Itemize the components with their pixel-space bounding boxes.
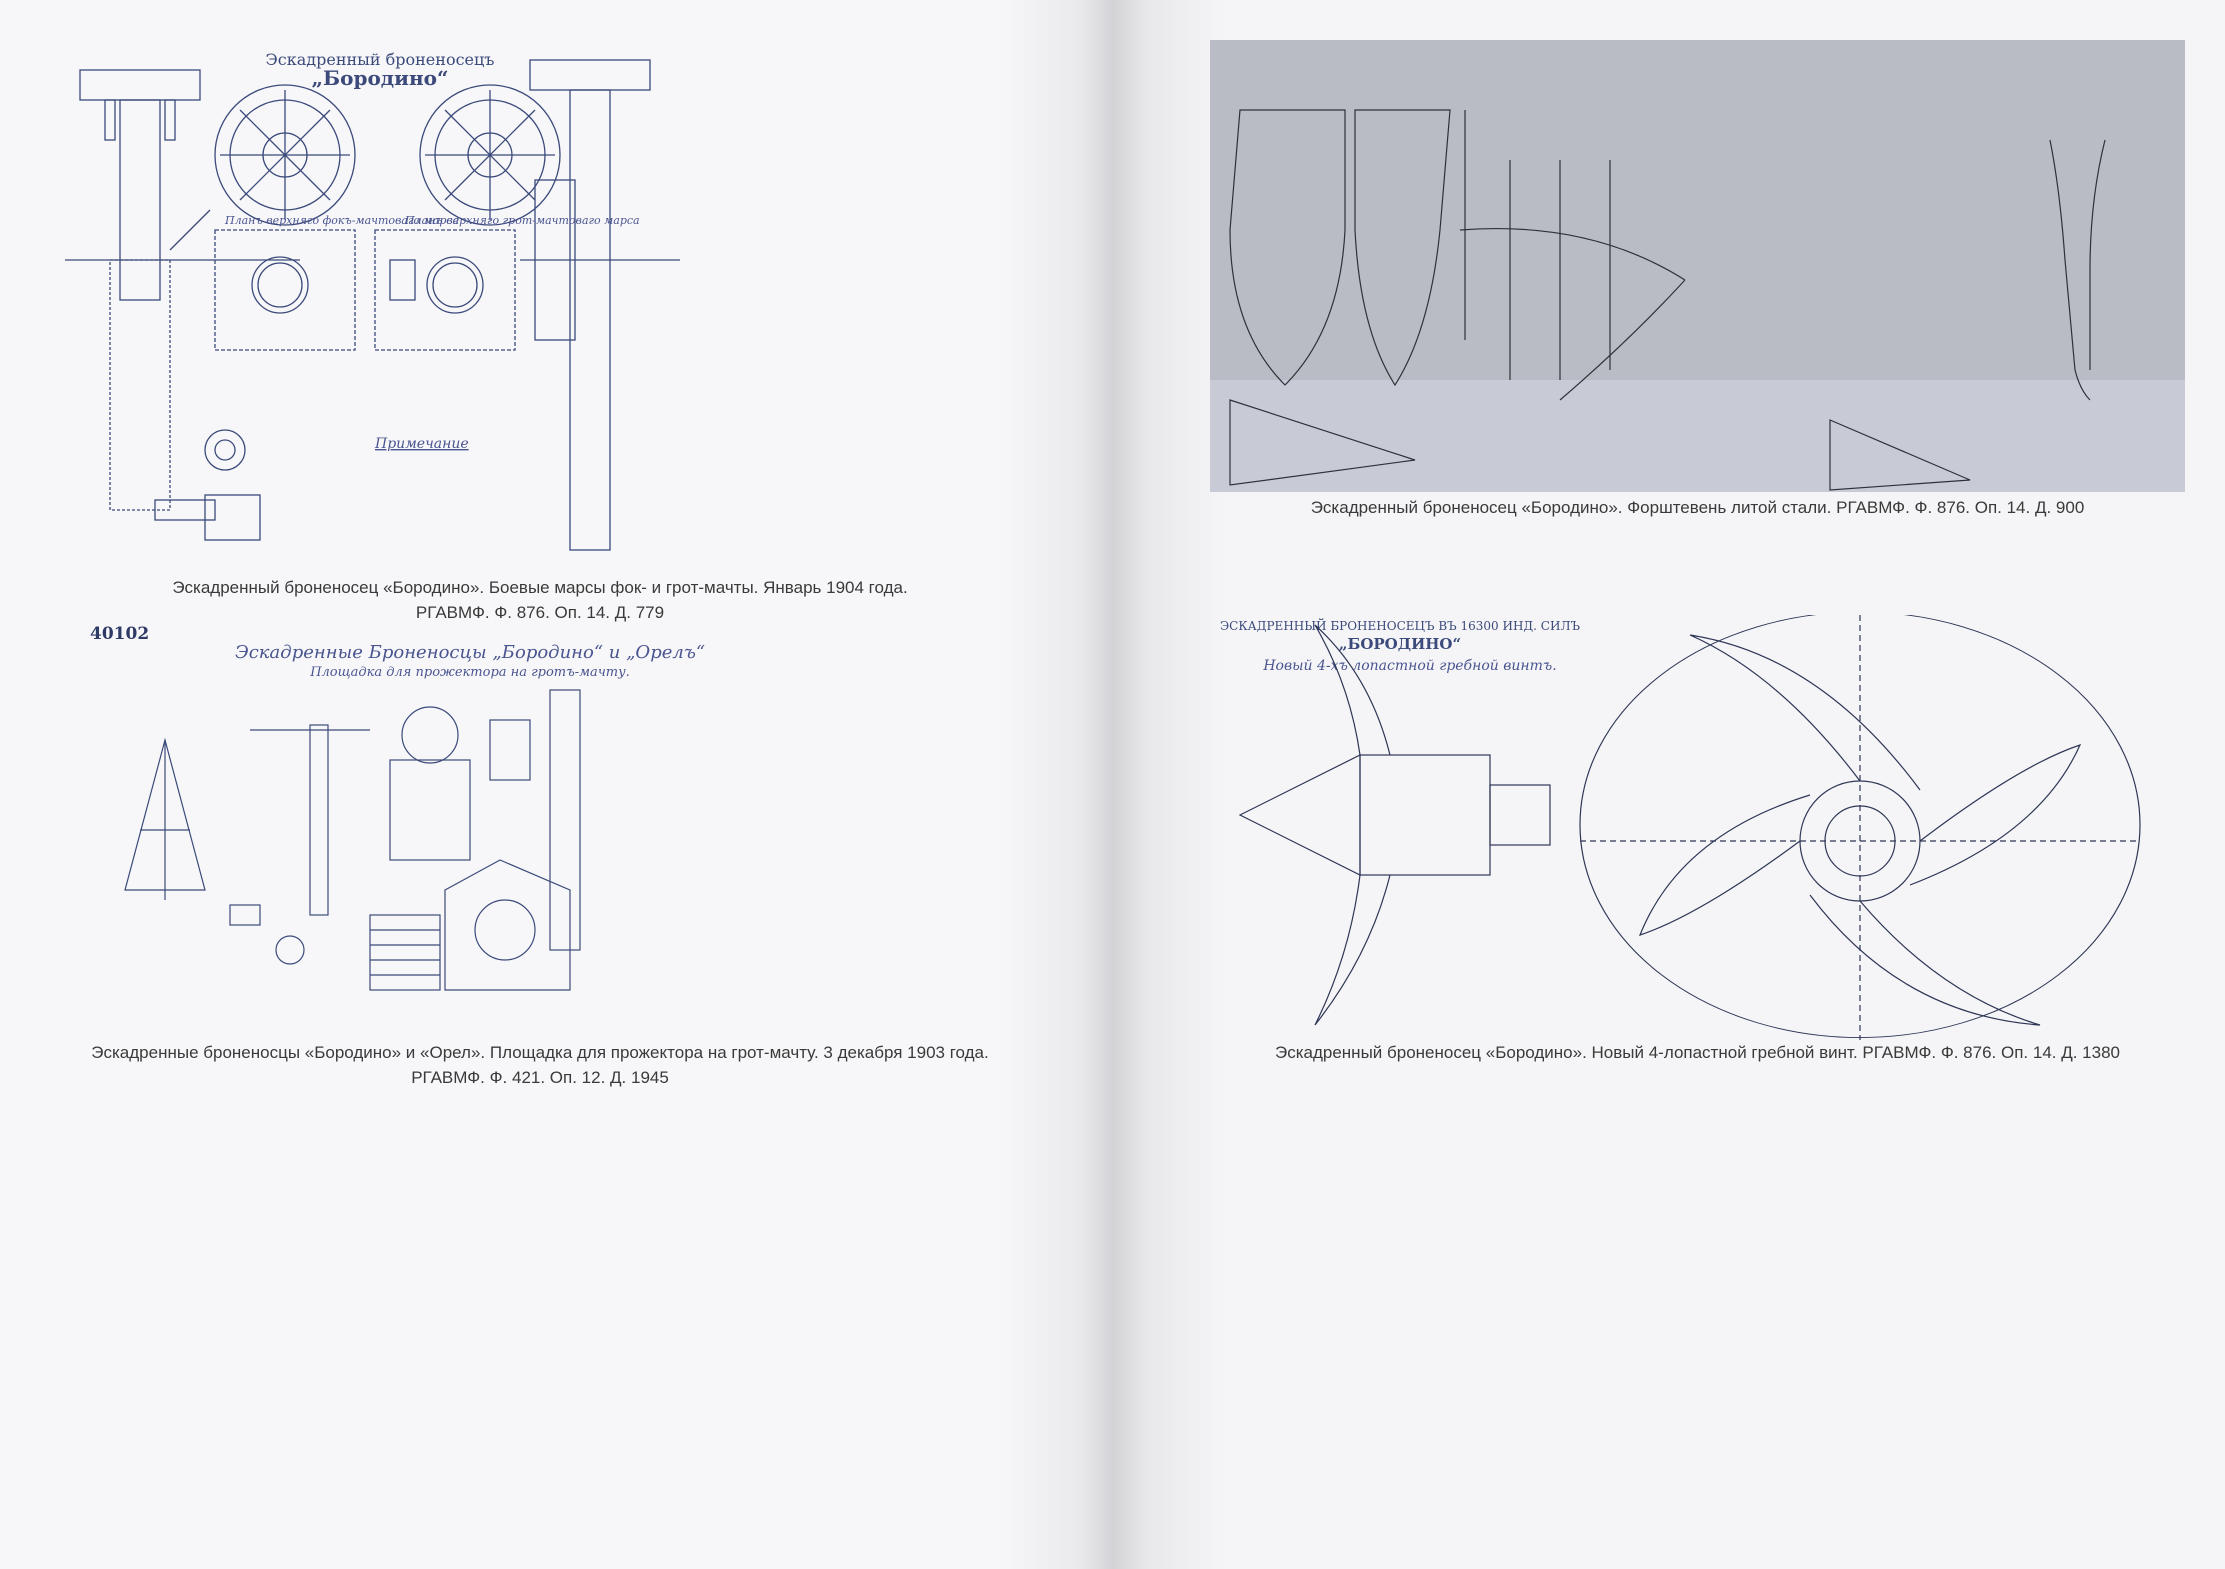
book-gutter <box>1000 0 1225 1569</box>
caption-propeller: Эскадренный броненосец «Бородино». Новый… <box>1274 1043 2121 1062</box>
caption-line: Эскадренный броненосец «Бородино». Боевы… <box>172 578 908 597</box>
note-label: Примечание <box>374 436 469 452</box>
drawing-title-line2: Площадка для прожектора на гротъ-мачту. <box>309 665 630 680</box>
caption-fighting-tops: Эскадренный броненосец «Бородино». Боевы… <box>40 575 1040 625</box>
propeller-drawing: ЭСКАДРЕННЫЙ БРОНЕНОСЕЦЪ ВЪ 16300 ИНД. СИ… <box>1220 615 2141 1040</box>
cast-stem-drawing <box>1210 109 2185 492</box>
caption-line: РГАВМФ. Ф. 421. Оп. 12. Д. 1945 <box>411 1068 669 1087</box>
plate-cast-stem <box>1210 40 2185 492</box>
searchlight-platform-drawing: Эскадренные Броненосцы „Бородино“ и „Оре… <box>124 642 705 991</box>
drawing-title-line1: ЭСКАДРЕННЫЙ БРОНЕНОСЕЦЪ ВЪ 16300 ИНД. СИ… <box>1220 617 1580 633</box>
caption-line: Эскадренные броненосцы «Бородино» и «Оре… <box>91 1043 989 1062</box>
fighting-tops-drawing: Эскадренный броненосецъ „Бородино“ Планъ… <box>65 50 680 551</box>
left-page <box>0 0 1112 1569</box>
view-label-fore: Планъ верхняго фокъ-мачтоваго марса <box>224 214 459 227</box>
drawing-title-line1: Эскадренный броненосецъ <box>266 50 495 69</box>
drawing-subtitle: Новый 4-хъ лопастной гребной винтъ. <box>1262 658 1556 674</box>
caption-searchlight-platform: Эскадренные броненосцы «Бородино» и «Оре… <box>20 1040 1060 1090</box>
caption-cast-stem: Эскадренный броненосец «Бородино». Форшт… <box>1310 498 2085 517</box>
plate-searchlight-platform: Эскадренные Броненосцы „Бородино“ и „Оре… <box>70 630 1030 1025</box>
drawing-title-line2: „БОРОДИНО“ <box>1339 635 1461 653</box>
caption-line: РГАВМФ. Ф. 876. Оп. 14. Д. 779 <box>415 603 665 622</box>
drawing-title-line2: „Бородино“ <box>312 66 449 90</box>
plate-propeller: ЭСКАДРЕННЫЙ БРОНЕНОСЕЦЪ ВЪ 16300 ИНД. СИ… <box>1220 615 2180 1040</box>
archive-number: 40102 <box>90 624 150 644</box>
view-label-main: Планъ верхняго грот-мачтоваго марса <box>404 214 640 227</box>
drawing-title-line1: Эскадренные Броненосцы „Бородино“ и „Оре… <box>235 642 705 663</box>
plate-fighting-tops: Эскадренный броненосецъ „Бородино“ Планъ… <box>60 40 1020 570</box>
